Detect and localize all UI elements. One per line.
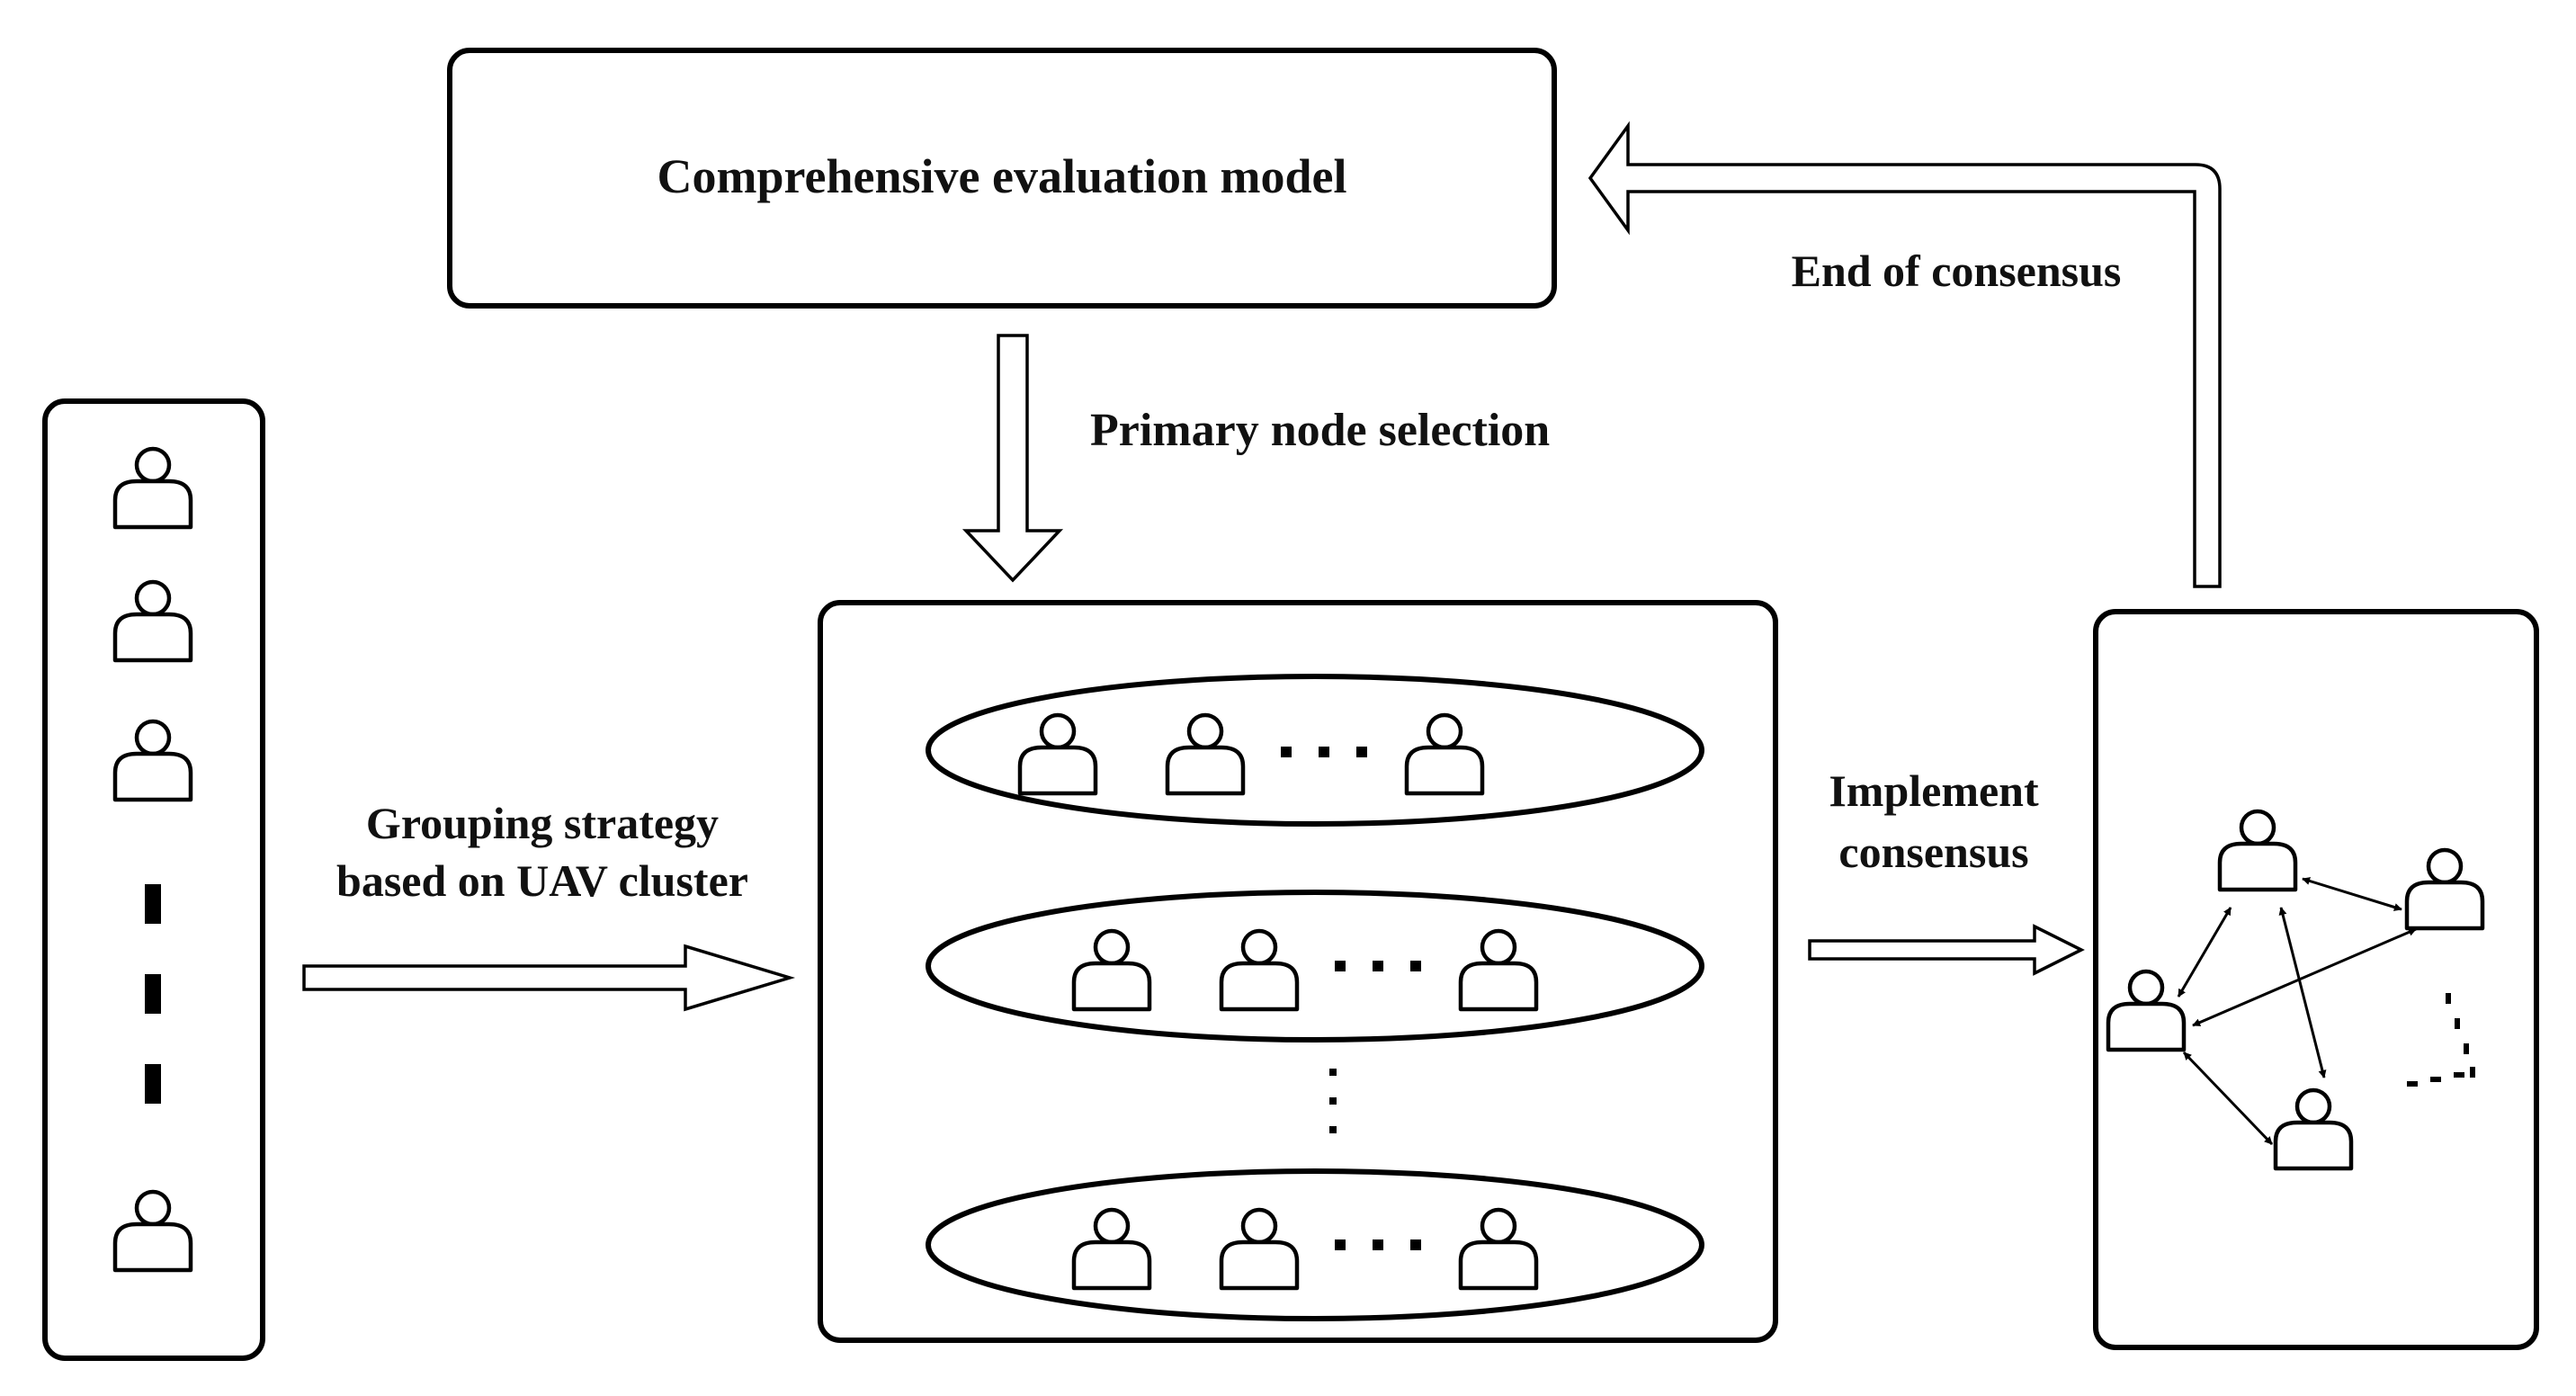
grouping-arrow [302, 944, 796, 1012]
end-of-consensus-arrow [1588, 121, 2222, 588]
vertical-ellipsis-dash [145, 884, 161, 924]
vertical-ellipsis [1329, 1069, 1337, 1133]
grouping-strategy-label-line2: based on UAV cluster [336, 855, 748, 906]
ellipsis-dots [1335, 961, 1421, 971]
implement-consensus-label-line2: consensus [1838, 827, 2028, 877]
network-ellipsis [2407, 993, 2475, 1087]
consensus-network-panel [2093, 609, 2539, 1350]
ellipsis-dots [1335, 1239, 1421, 1250]
uav-list-panel [42, 398, 265, 1361]
group-ellipse [926, 1168, 1704, 1321]
network-edge [2302, 877, 2402, 911]
ellipsis-dots [1281, 747, 1367, 757]
vertical-ellipsis-dash [145, 1064, 161, 1104]
groups-panel [818, 600, 1778, 1343]
primary-selection-arrow [962, 334, 1064, 583]
network-edge [2182, 1051, 2274, 1146]
evaluation-model-box: Comprehensive evaluation model [447, 48, 1557, 309]
end-of-consensus-label: End of consensus [1792, 246, 2122, 296]
primary-node-selection-label: Primary node selection [1090, 405, 1550, 456]
grouping-strategy-label-line1: Grouping strategy [366, 798, 719, 848]
network-edge [2192, 927, 2417, 1027]
group-ellipse [926, 674, 1704, 827]
implement-consensus-arrow [1808, 924, 2085, 976]
implement-consensus-label-line1: Implement [1829, 765, 2039, 816]
group-ellipse [926, 890, 1704, 1043]
evaluation-model-label: Comprehensive evaluation model [657, 149, 1347, 203]
vertical-ellipsis-dash [145, 974, 161, 1014]
